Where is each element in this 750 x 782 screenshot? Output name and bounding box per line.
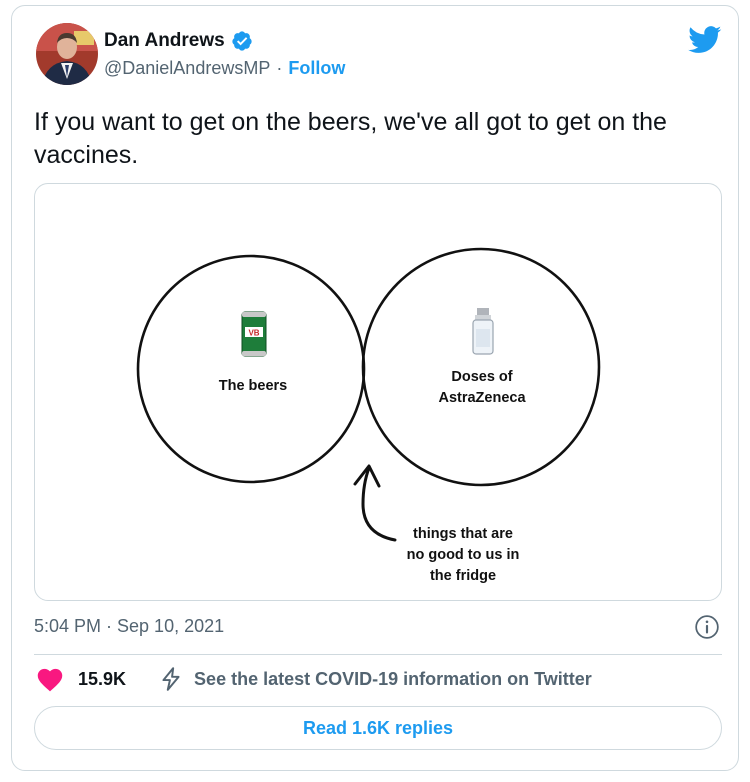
read-replies-button[interactable]: Read 1.6K replies xyxy=(34,706,722,750)
arrow-head xyxy=(353,464,381,488)
arrow-label-line1: things that are xyxy=(413,526,513,542)
arrow-shaft xyxy=(361,466,397,542)
verified-badge-icon xyxy=(232,31,252,51)
right-circle-label-line1: Doses of xyxy=(451,369,512,385)
left-circle-label: The beers xyxy=(219,378,288,394)
right-circle xyxy=(361,247,601,487)
like-count[interactable]: 15.9K xyxy=(78,668,127,689)
arrow-label-line2: no good to us in xyxy=(407,547,520,563)
venn-diagram: VB The beers Doses of AstraZeneca things… xyxy=(136,247,601,584)
beer-can-icon: VB xyxy=(241,311,267,357)
vaccine-vial-icon xyxy=(472,308,494,355)
covid-info-link[interactable]: See the latest COVID-19 information on T… xyxy=(194,668,592,689)
divider xyxy=(34,654,722,655)
avatar[interactable] xyxy=(36,23,98,85)
can-label: VB xyxy=(248,329,259,338)
heart-icon[interactable] xyxy=(36,666,64,692)
avatar-photo xyxy=(36,23,98,85)
lightning-bolt-icon xyxy=(162,667,180,691)
author-handle[interactable]: @DanielAndrewsMP xyxy=(104,58,271,78)
tweet-image[interactable]: VB The beers Doses of AstraZeneca things… xyxy=(34,183,722,601)
twitter-bird-icon[interactable] xyxy=(688,26,722,54)
arrow-label-line3: the fridge xyxy=(430,568,496,584)
info-icon[interactable] xyxy=(694,614,720,640)
tweet-timestamp[interactable]: 5:04 PM · Sep 10, 2021 xyxy=(34,616,225,636)
tweet-card: Dan Andrews @DanielAndrewsMP · Follow If… xyxy=(11,5,739,771)
tweet-text: If you want to get on the beers, we've a… xyxy=(34,108,667,169)
follow-button[interactable]: Follow xyxy=(288,58,346,78)
left-circle xyxy=(136,254,366,484)
handle-separator: · xyxy=(276,58,283,78)
right-circle-label-line2: AstraZeneca xyxy=(438,390,526,406)
author-name[interactable]: Dan Andrews xyxy=(104,30,225,51)
